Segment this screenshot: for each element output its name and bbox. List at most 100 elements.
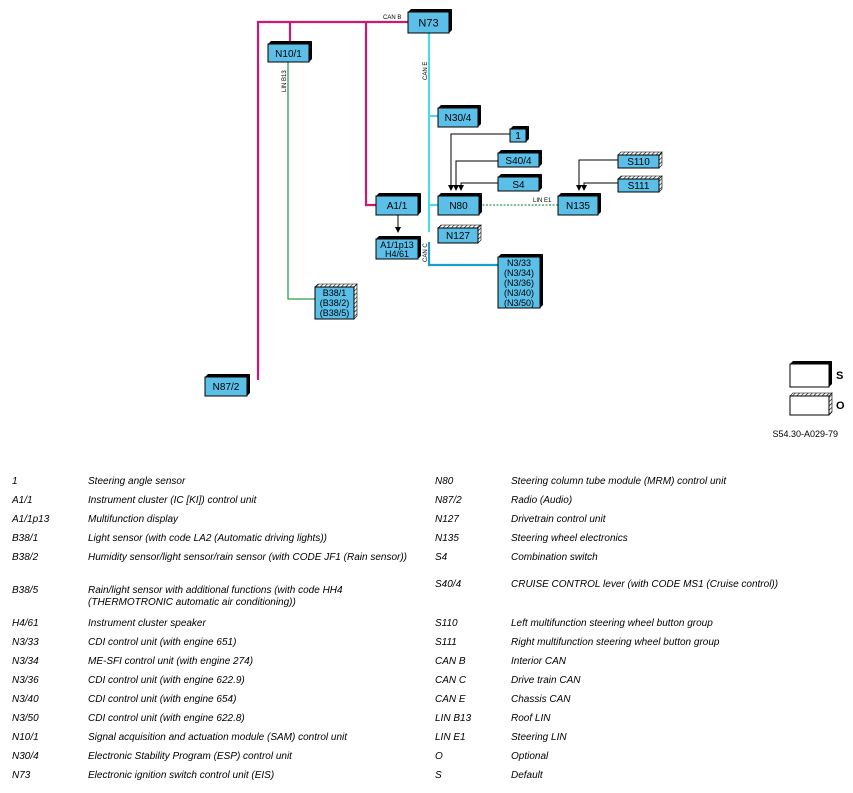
lin-buses — [287, 61, 558, 300]
node-B38-1-label: B38/1 — [323, 288, 347, 298]
node-S4: S4 — [497, 174, 542, 192]
legend-description: CDI control unit (with engine 622.8) — [88, 713, 245, 724]
node-N3-36-label: (N3/36) — [504, 278, 534, 288]
node-B38-2-label: (B38/2) — [320, 298, 350, 308]
legend-code: O — [435, 751, 443, 762]
legend-description: Roof LIN — [511, 713, 551, 724]
lin-e1-label: LIN E1 — [533, 198, 552, 204]
bus-labels: CAN B CAN E LIN B13 CAN C LIN E1 — [282, 15, 552, 262]
node-S110-label: S110 — [627, 157, 650, 168]
node-A1-1-label: A1/1 — [387, 201, 408, 212]
lin-b13-label: LIN B13 — [282, 70, 288, 92]
legend-description: CRUISE CONTROL lever (with CODE MS1 (Cru… — [511, 579, 779, 590]
legend-code: CAN B — [435, 656, 466, 667]
node-N135: N135 — [557, 193, 601, 216]
node-A1-1: A1/1 — [375, 193, 421, 216]
legend-code: N30/4 — [12, 751, 39, 762]
legend-code: 1 — [12, 476, 18, 487]
figure-id: S54.30-A029-79 — [772, 429, 838, 439]
legend-description: Humidity sensor/light sensor/rain sensor… — [88, 552, 407, 563]
node-A1-1p13-label: A1/1p13 — [380, 240, 414, 250]
legend-description: Left multifunction steering wheel button… — [511, 618, 713, 629]
node-N3-34-label: (N3/34) — [504, 268, 534, 278]
node-S110: S110 — [617, 151, 663, 169]
legend-description: CDI control unit (with engine 622.9) — [88, 675, 245, 686]
can-e-label: CAN E — [423, 62, 429, 80]
legend-code: N127 — [435, 514, 459, 525]
legend-description: Steering column tube module (MRM) contro… — [511, 476, 727, 487]
node-S4-label: S4 — [512, 180, 525, 191]
legend-code: H4/61 — [12, 618, 39, 629]
node-A1-1p13: A1/1p13 H4/61 — [375, 236, 421, 260]
legend-description: CDI control unit (with engine 654) — [88, 694, 237, 705]
node-B38: B38/1 (B38/2) (B38/5) — [314, 283, 358, 320]
can-c-label: CAN C — [423, 243, 429, 262]
legend-code: N87/2 — [435, 495, 462, 506]
legend-description: Drivetrain control unit — [511, 514, 606, 525]
node-N80: N80 — [437, 193, 482, 216]
legend-description: Steering angle sensor — [88, 476, 186, 487]
legend-description: Optional — [511, 751, 549, 762]
legend-description: Multifunction display — [88, 514, 179, 525]
legend-description: Electronic ignition switch control unit … — [88, 770, 275, 781]
legend-code: S110 — [435, 618, 458, 629]
legend-code: A1/1 — [12, 495, 33, 506]
node-N127-label: N127 — [446, 231, 470, 242]
legend-description: Drive train CAN — [511, 675, 581, 686]
node-N30-4: N30/4 — [437, 105, 481, 128]
legend-description: Default — [511, 770, 543, 781]
legend-description: Combination switch — [511, 552, 598, 563]
can-e-bus — [427, 33, 438, 232]
key-optional-label: O — [836, 400, 845, 412]
legend-description: ME-SFI control unit (with engine 274) — [88, 656, 254, 667]
legend-description: Chassis CAN — [511, 694, 571, 705]
node-N10-1-label: N10/1 — [275, 49, 302, 60]
node-N73: N73 — [407, 9, 452, 34]
node-N127: N127 — [437, 224, 482, 244]
key-optional: O — [789, 392, 845, 416]
key-standard-label: S — [836, 370, 843, 382]
legend-code: S4 — [435, 552, 448, 563]
legend-code: N135 — [435, 533, 459, 544]
legend-description: Signal acquisition and actuation module … — [88, 732, 348, 743]
legend-description: CDI control unit (with engine 651) — [88, 637, 237, 648]
legend-code: LIN E1 — [435, 732, 466, 743]
node-N3-33-label: N3/33 — [507, 258, 531, 268]
signal-arrows — [395, 133, 618, 233]
legend-description: Electronic Stability Program (ESP) contr… — [88, 751, 292, 762]
legend-code: S40/4 — [435, 579, 462, 590]
node-S40-4-label: S40/4 — [505, 156, 532, 167]
legend-code: N3/33 — [12, 637, 39, 648]
legend-description: Light sensor (with code LA2 (Automatic d… — [88, 533, 327, 544]
legend-code: N3/50 — [12, 713, 39, 724]
legend-description: Radio (Audio) — [511, 495, 573, 506]
node-N3-40-label: (N3/40) — [504, 288, 534, 298]
legend-code: N3/34 — [12, 656, 39, 667]
node-1: 1 — [509, 126, 529, 143]
legend-description: Rain/light sensor with additional functi… — [88, 585, 343, 608]
legend-description: Steering wheel electronics — [511, 533, 628, 544]
legend-code: S111 — [435, 637, 457, 648]
legend-code: N73 — [12, 770, 31, 781]
node-N87-2: N87/2 — [204, 374, 250, 397]
network-diagram: CAN B CAN E LIN B13 CAN C LIN E1 N73 N10… — [204, 9, 845, 439]
legend-description: Instrument cluster speaker — [88, 618, 206, 629]
legend-code: A1/1p13 — [12, 514, 50, 525]
legend-description: Right multifunction steering wheel butto… — [511, 637, 720, 648]
node-S40-4: S40/4 — [497, 150, 542, 168]
node-N80-label: N80 — [449, 201, 468, 212]
node-N73-label: N73 — [418, 18, 438, 30]
legend-code: S — [435, 770, 442, 781]
node-N3-50-label: (N3/50) — [504, 298, 534, 308]
legend-description: Steering LIN — [511, 732, 567, 743]
node-N30-4-label: N30/4 — [445, 113, 472, 124]
legend-code: N10/1 — [12, 732, 39, 743]
legend-code: CAN E — [435, 694, 466, 705]
node-S111: S111 — [617, 175, 663, 193]
legend-code: CAN C — [435, 675, 467, 686]
legend-code: N3/40 — [12, 694, 39, 705]
node-N10-1: N10/1 — [267, 41, 312, 63]
legend-description: Instrument cluster (IC [KI]) control uni… — [88, 495, 257, 506]
legend-code: B38/2 — [12, 552, 39, 563]
can-c-bus — [427, 242, 498, 267]
